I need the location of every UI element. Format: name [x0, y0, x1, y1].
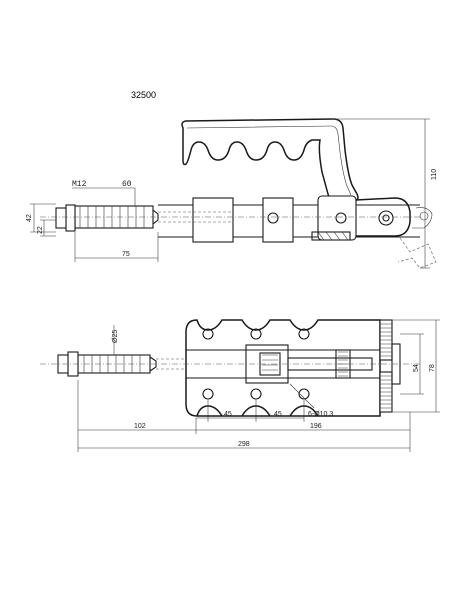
- dim-196: 196: [310, 423, 322, 430]
- dim-holes: 6-Ø10.3: [308, 411, 333, 418]
- plunger-cap: [55, 207, 67, 229]
- dim-75: 75: [122, 251, 130, 258]
- base-bracket: [397, 237, 437, 269]
- dim-45-b: 45: [274, 411, 282, 418]
- dim-75-line: [74, 232, 159, 262]
- mount-hole-5: [250, 388, 262, 400]
- dim-298: 298: [238, 441, 250, 448]
- dim-d25: Ø25: [112, 330, 119, 343]
- body-block-left: [192, 197, 234, 243]
- mount-hole-6: [298, 388, 310, 400]
- dim-78: 78: [429, 364, 436, 372]
- drawing-title: 32500: [131, 90, 156, 100]
- mount-hole-2: [250, 328, 262, 340]
- dim-22-line: [40, 219, 56, 237]
- dim-42-line: [30, 203, 56, 233]
- dim-110: 110: [431, 169, 438, 180]
- mount-hole-1: [202, 328, 214, 340]
- handle-inner-edge: [186, 125, 352, 196]
- top-view: Ø25 6-Ø10.3 45 45 102 196 298 54 78: [40, 319, 440, 452]
- plate-bottom-scallops: [196, 405, 319, 417]
- base-plate: [185, 319, 381, 417]
- link-lower: [311, 231, 351, 241]
- dim-110-line: [332, 118, 430, 269]
- pivot-pin-2: [335, 212, 347, 224]
- dim-54-line: [400, 333, 424, 395]
- pivot-pin-3: [378, 210, 394, 226]
- dim-102: 102: [134, 423, 146, 430]
- dim-thread-leader: [72, 187, 136, 206]
- dim-45-a: 45: [224, 411, 232, 418]
- dim-42: 42: [26, 214, 33, 222]
- pivot-pin-1: [267, 212, 279, 224]
- slot-hatch: [317, 231, 349, 241]
- mount-hole-4: [202, 388, 214, 400]
- dim-78-line: [392, 319, 440, 413]
- dim-45-line: [196, 400, 305, 422]
- side-view: M12 60 42 22 75 110: [26, 118, 438, 269]
- dim-thread-length: 60: [122, 180, 132, 189]
- clamp-handle: [181, 118, 359, 203]
- dim-thread: M12: [72, 180, 87, 189]
- mount-hole-3: [298, 328, 310, 340]
- dim-holes-leader: [289, 383, 315, 409]
- rear-link: [355, 197, 411, 237]
- plunger-nut: [65, 204, 76, 232]
- dim-102-196-line: [77, 380, 411, 452]
- dim-22: 22: [37, 226, 44, 234]
- dim-54: 54: [413, 364, 420, 372]
